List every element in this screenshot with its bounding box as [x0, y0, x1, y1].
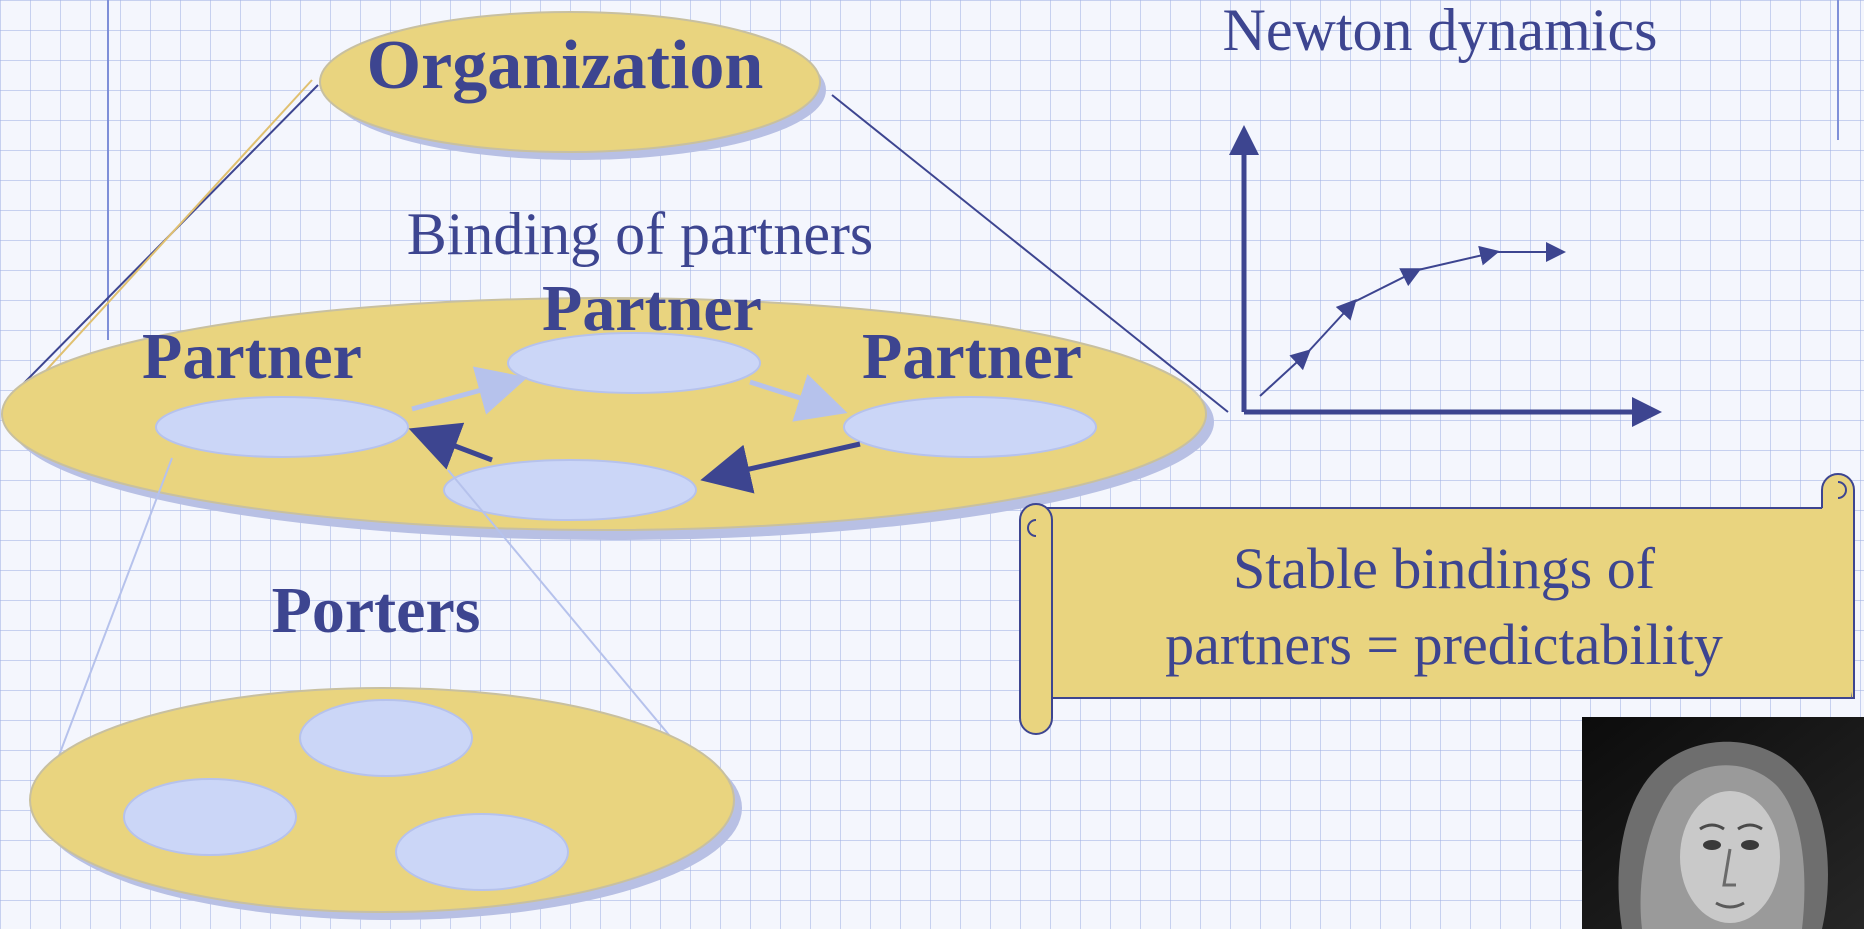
partner-layer-ellipse [1, 297, 1207, 531]
trajectory-segment [1417, 245, 1500, 271]
connector-line [831, 94, 1229, 413]
predictability-scroll-banner [1019, 473, 1855, 735]
arrow-light [749, 374, 848, 422]
banner-text-line2: partners = predictability [1165, 612, 1723, 677]
partner-bubble-right [843, 396, 1097, 458]
trajectory-segment [1307, 299, 1357, 353]
porter-bubble [123, 778, 297, 856]
partner-bubble-top [507, 332, 761, 394]
newton-title: Newton dynamics [1223, 0, 1658, 63]
trajectory-segment [1259, 349, 1311, 397]
banner-text-line1: Stable bindings of [1233, 536, 1656, 601]
partner-label-left: Partner [142, 320, 362, 393]
arrow-dark [700, 441, 861, 494]
trajectory-segment [1353, 268, 1422, 303]
arrow-light [411, 366, 528, 415]
y-axis-arrowhead [1229, 125, 1259, 155]
partner-label-top: Partner [542, 272, 762, 345]
organization-label: Organization [367, 27, 764, 104]
partner-bubble-bottom [443, 459, 697, 521]
organization-ellipse [319, 11, 821, 153]
connector-line [43, 457, 173, 796]
connector-line [29, 79, 313, 389]
porter-bubble [299, 699, 473, 777]
porters-label: Porters [272, 574, 481, 647]
arrow-dark [408, 422, 493, 470]
partner-bubble-left [155, 396, 409, 458]
binding-caption: Binding of partners [407, 201, 874, 267]
partner-label-right: Partner [862, 320, 1082, 393]
porter-bubble [395, 813, 569, 891]
x-axis-arrowhead [1632, 397, 1662, 427]
isaac-newton-portrait [1582, 717, 1864, 929]
